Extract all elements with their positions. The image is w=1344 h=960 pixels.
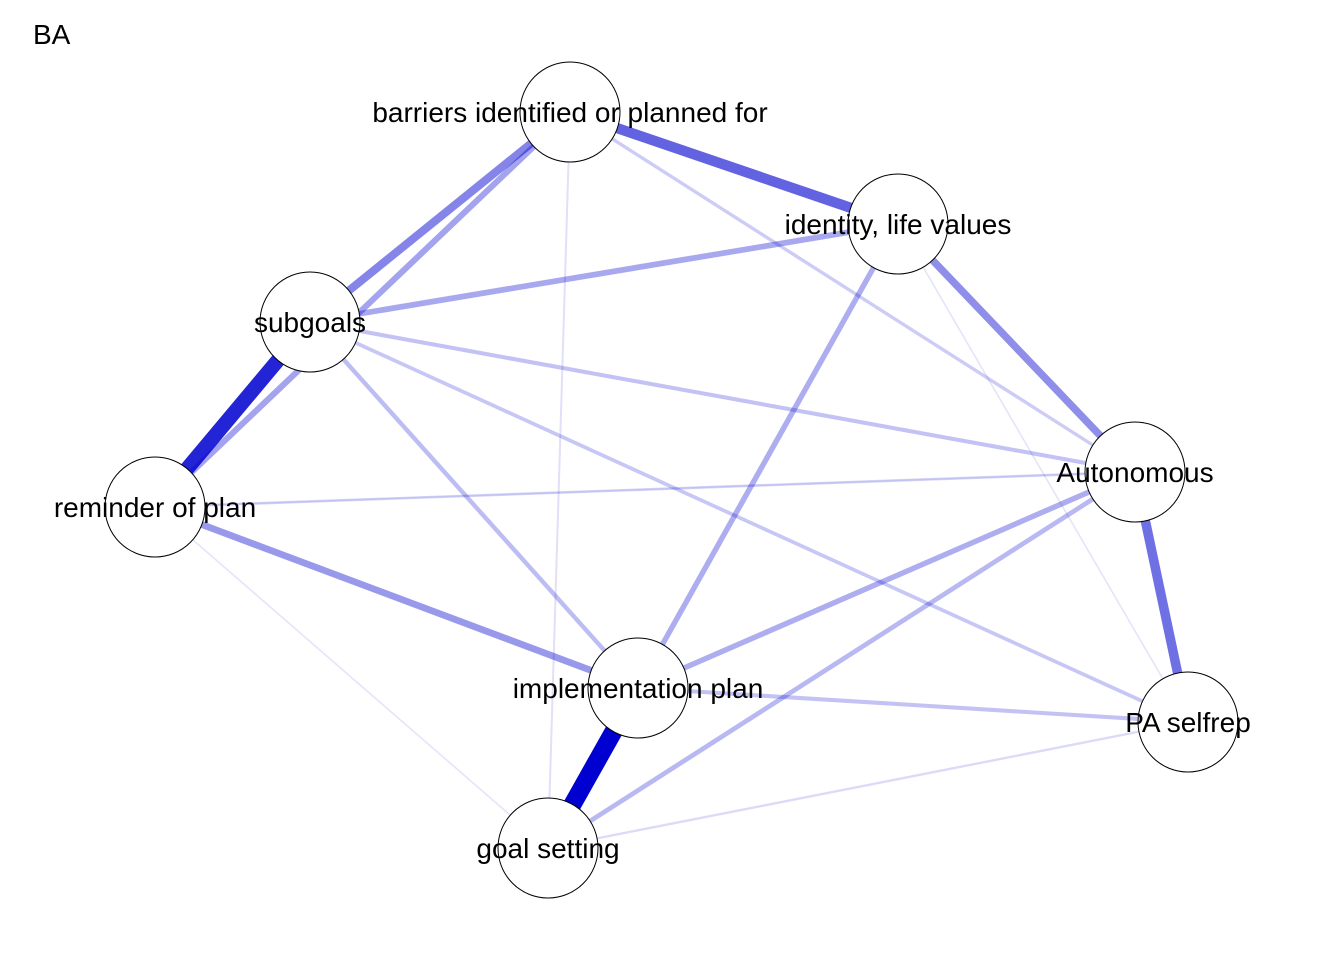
- edge-autonomous-reminder: [154, 471, 1136, 508]
- edge-goalsetting-paselfrep: [547, 720, 1189, 850]
- diagram-title: BA: [33, 19, 71, 50]
- node-barriers: barriers identified or planned for: [372, 61, 768, 163]
- node-reminder: reminder of plan: [54, 456, 256, 558]
- edge-reminder-implementation: [153, 503, 640, 692]
- edge-barriers-identity: [568, 107, 900, 229]
- edge-subgoals-paselfrep: [309, 320, 1189, 724]
- edge-barriers-reminder: [152, 109, 573, 510]
- node-layer: barriers identified or planned for identi…: [54, 61, 1251, 899]
- node-label: goal setting: [476, 833, 619, 864]
- node-circle: [1084, 421, 1186, 523]
- node-label: PA selfrep: [1125, 707, 1251, 738]
- node-label: subgoals: [254, 307, 366, 338]
- edge-subgoals-identity: [309, 221, 899, 325]
- node-goalsetting: goal setting: [476, 797, 620, 899]
- node-paselfrep: PA selfrep: [1125, 671, 1251, 773]
- node-circle: [259, 271, 361, 373]
- node-implementation: implementation plan: [513, 637, 764, 739]
- node-autonomous: Autonomous: [1056, 421, 1214, 523]
- edge-implementation-paselfrep: [637, 685, 1189, 725]
- node-label: identity, life values: [785, 209, 1012, 240]
- edge-identity-autonomous: [895, 221, 1138, 475]
- node-identity: identity, life values: [785, 173, 1012, 275]
- node-subgoals: subgoals: [254, 271, 366, 373]
- node-label: Autonomous: [1056, 457, 1213, 488]
- edge-barriers-subgoals: [307, 108, 573, 326]
- edge-reminder-goalsetting: [154, 506, 549, 849]
- edge-autonomous-goalsetting: [546, 470, 1137, 850]
- node-circle: [587, 637, 689, 739]
- node-circle: [497, 797, 599, 899]
- edge-subgoals-implementation: [308, 320, 640, 690]
- edge-identity-implementation: [635, 222, 901, 690]
- edge-reminder-autonomous: [154, 470, 1136, 509]
- edge-barriers-autonomous: [569, 110, 1136, 474]
- node-circle: [519, 61, 621, 163]
- edge-subgoals-autonomous: [309, 320, 1136, 474]
- node-label: barriers identified or planned for: [372, 97, 767, 128]
- node-label: reminder of plan: [54, 492, 256, 523]
- edge-barriers-goalsetting: [546, 111, 572, 849]
- edge-layer: [149, 107, 1193, 853]
- node-circle: [1137, 671, 1239, 773]
- node-circle: [847, 173, 949, 275]
- edge-identity-paselfrep: [897, 223, 1189, 723]
- node-label: implementation plan: [513, 673, 764, 704]
- node-circle: [104, 456, 206, 558]
- edge-implementation-autonomous: [636, 469, 1137, 691]
